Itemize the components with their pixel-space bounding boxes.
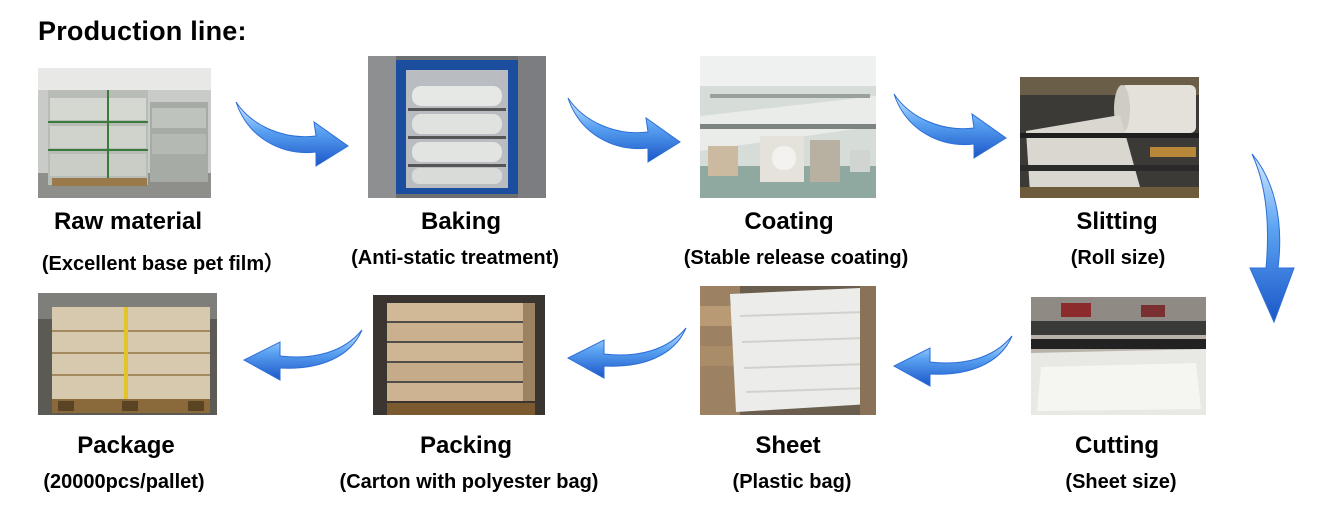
step-name-sheet: Sheet	[755, 432, 821, 459]
cutting-machine-photo	[1031, 297, 1206, 415]
step-sub-sheet: (Plastic bag)	[732, 471, 852, 493]
step-sub-raw-material: (Excellent base pet film）	[41, 253, 285, 275]
flow-arrow-icon	[564, 322, 690, 380]
slitting-roll-photo	[1020, 77, 1199, 198]
step-name-cutting: Cutting	[1075, 432, 1159, 459]
coating-line-photo	[700, 56, 876, 198]
flow-arrow-icon	[564, 92, 682, 164]
flow-arrow-icon	[240, 324, 366, 382]
baking-oven-photo	[368, 56, 546, 198]
step-name-slitting: Slitting	[1076, 208, 1158, 235]
step-name-coating: Coating	[744, 208, 834, 235]
flow-arrow-icon	[232, 96, 350, 168]
flow-arrow-icon	[1244, 150, 1306, 326]
flow-arrow-icon	[890, 330, 1016, 388]
step-sub-slitting: (Roll size)	[1070, 247, 1166, 269]
plastic-sheet-photo	[700, 286, 876, 415]
step-sub-package: (20000pcs/pallet)	[43, 471, 205, 493]
raw-material-photo	[38, 68, 211, 198]
step-name-baking: Baking	[420, 208, 502, 235]
pallet-package-photo	[38, 293, 217, 415]
step-sub-packing: (Carton with polyester bag)	[339, 471, 599, 493]
step-name-package: Package	[77, 432, 175, 459]
step-sub-cutting: (Sheet size)	[1065, 471, 1177, 493]
step-sub-baking: (Anti-static treatment)	[351, 247, 559, 269]
page-title: Production line:	[38, 16, 247, 46]
step-sub-coating: (Stable release coating)	[683, 247, 909, 269]
carton-stack-photo	[373, 295, 545, 415]
step-name-packing: Packing	[419, 432, 513, 459]
step-name-raw-material: Raw material	[53, 208, 203, 235]
flow-arrow-icon	[890, 88, 1008, 160]
